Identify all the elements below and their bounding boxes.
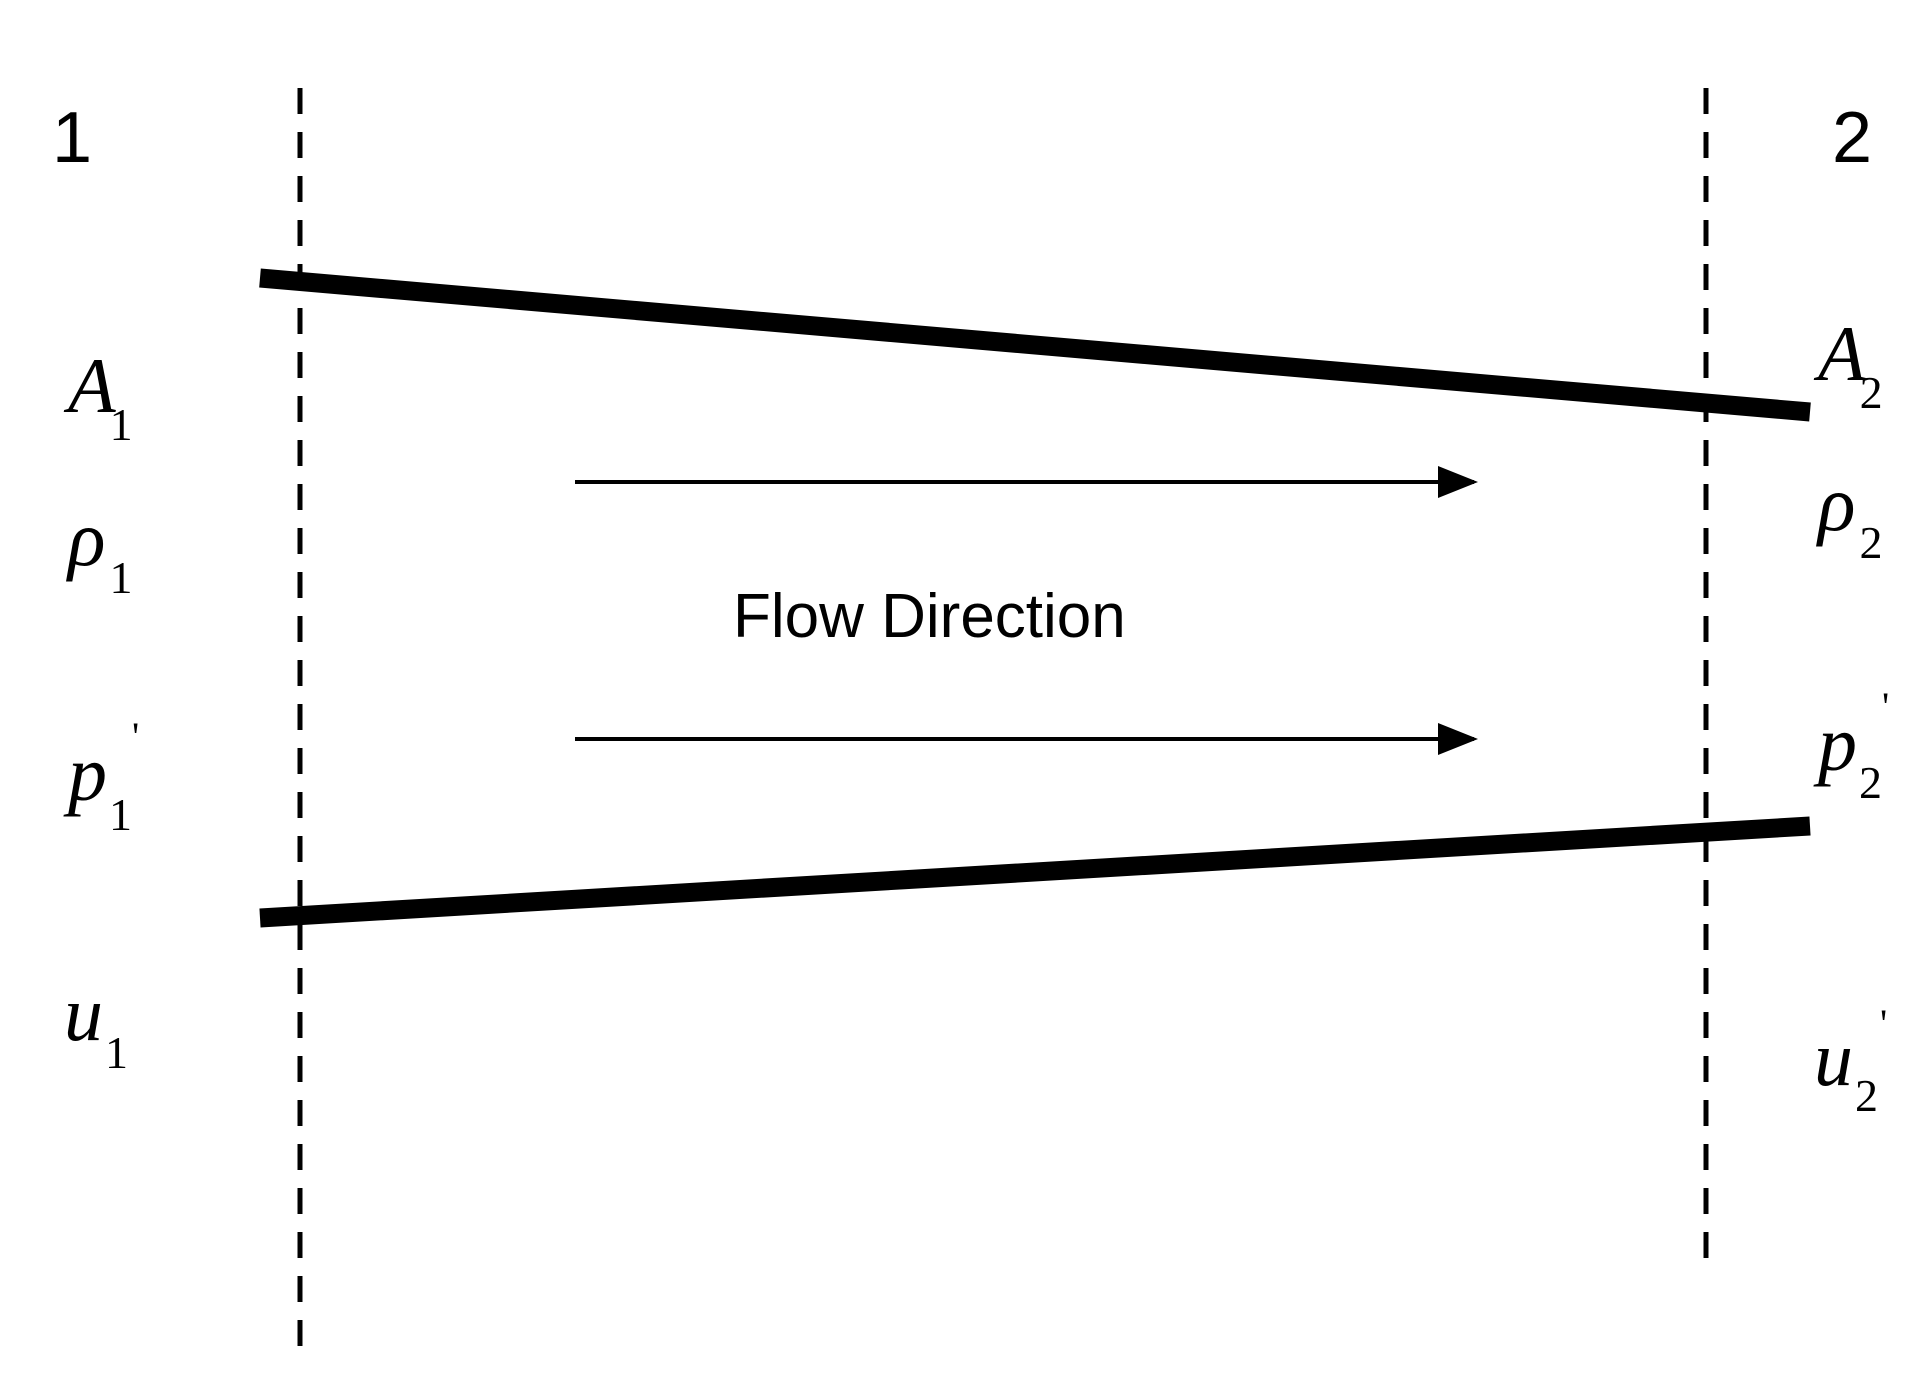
upper-duct-wall [259,268,1811,422]
flow-direction-label: Flow Direction [733,582,1126,651]
inlet-velocity-symbol: u1 [64,970,128,1078]
outlet-density-symbol: ρ2 [1816,460,1882,568]
outlet-station-number: 2 [1832,98,1872,178]
outlet-pressure-symbol: p2' [1813,684,1889,808]
inlet-station-number: 1 [52,98,92,178]
outlet-area-symbol: A2 [1813,310,1883,418]
outlet-velocity-symbol: u2' [1814,1001,1887,1121]
inlet-pressure-symbol: p1' [63,714,139,840]
lower-duct-wall [259,816,1811,928]
inlet-density-symbol: ρ1 [66,495,132,603]
inlet-area-symbol: A1 [63,342,133,450]
